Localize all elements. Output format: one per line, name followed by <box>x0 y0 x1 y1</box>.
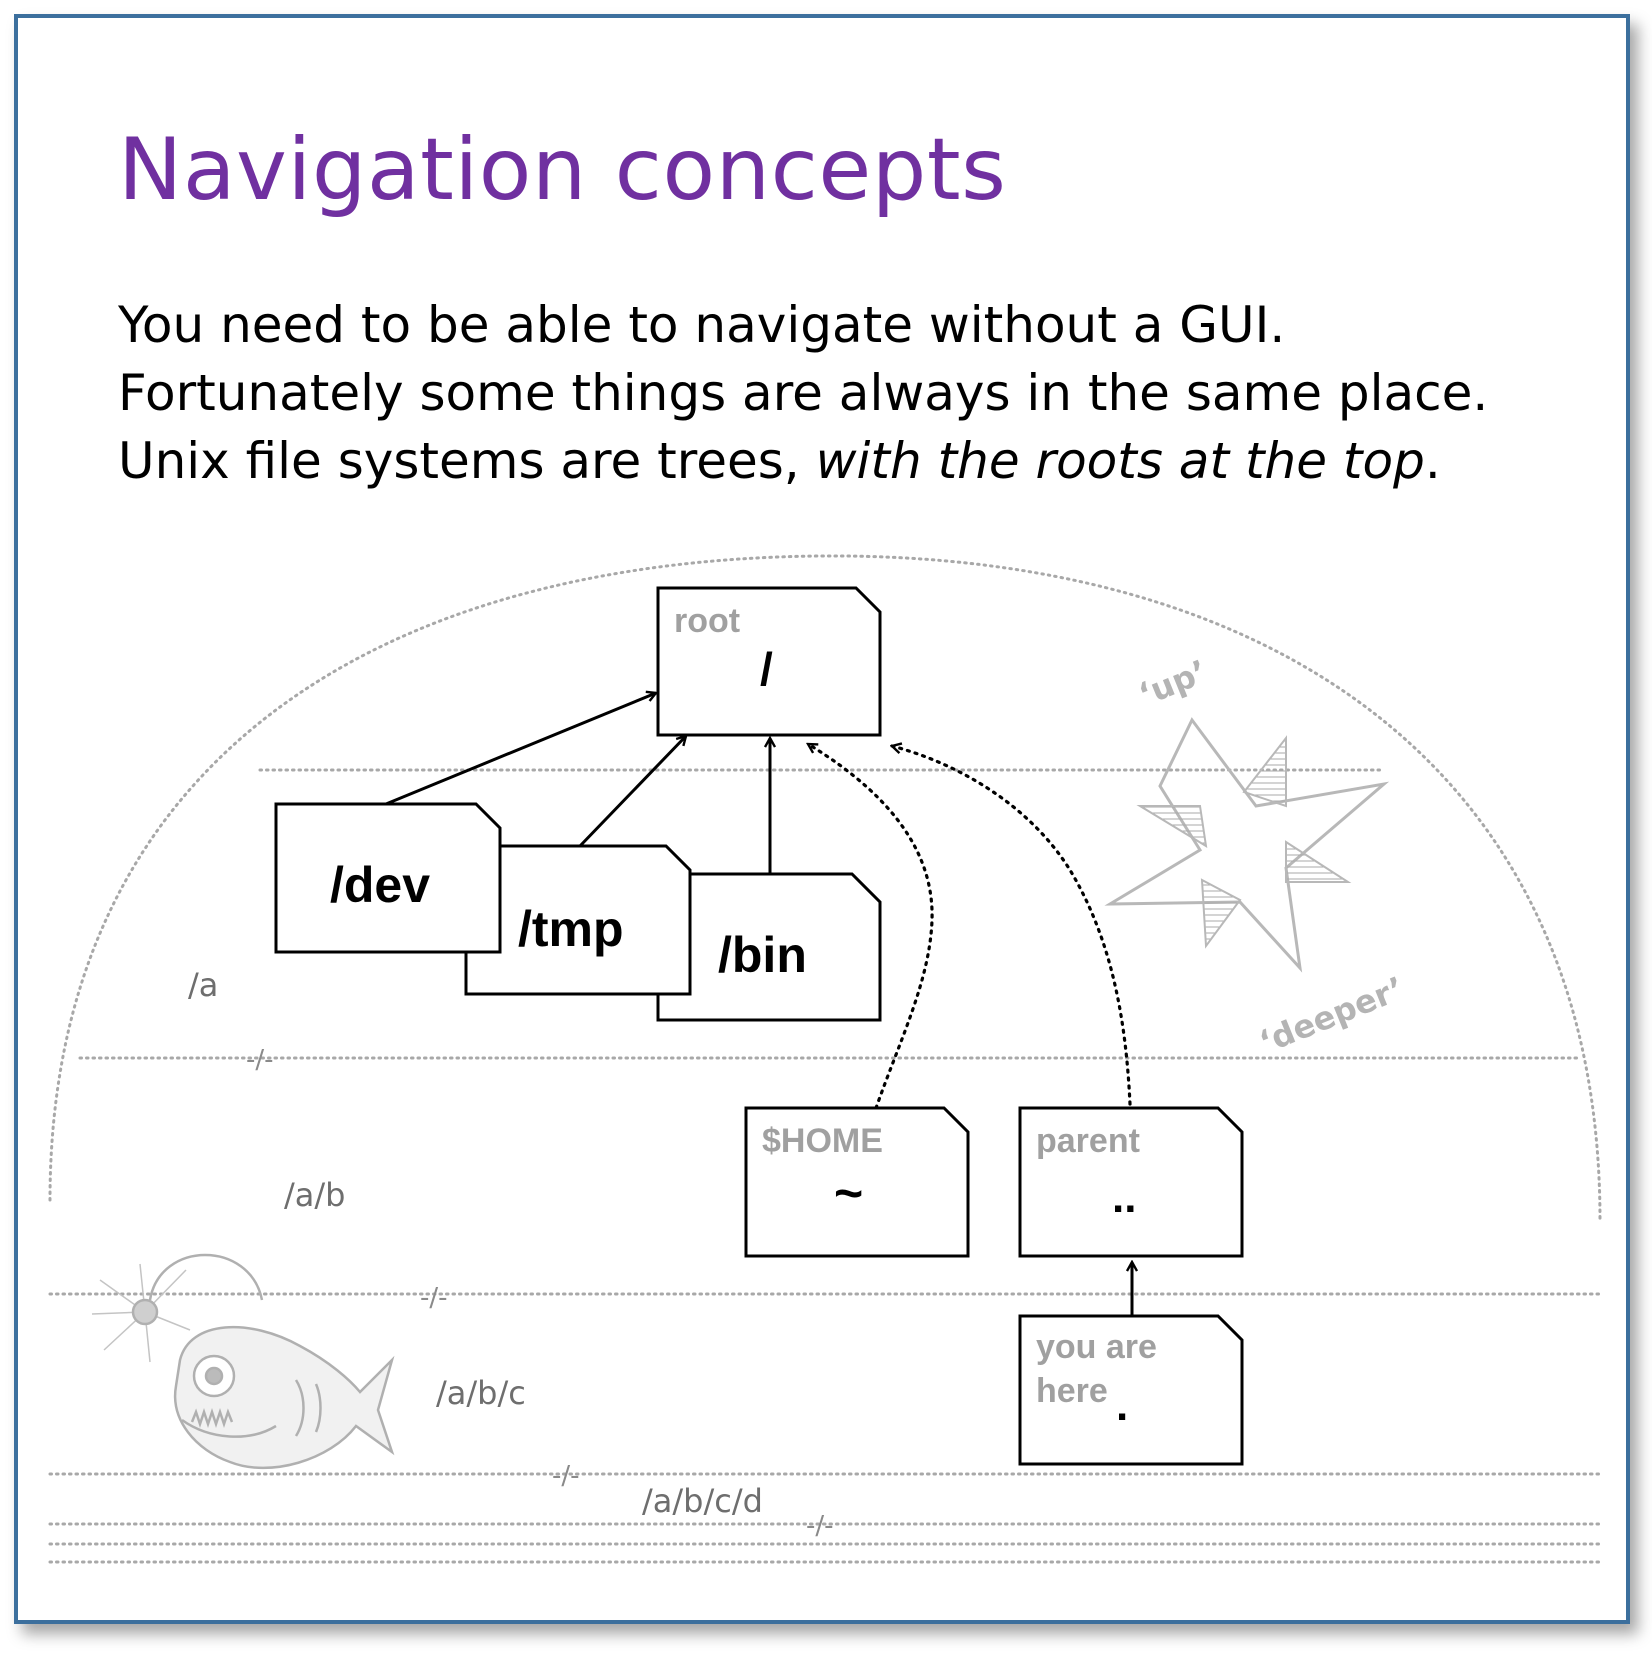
root-directory-box: root / <box>656 586 882 737</box>
arrow-dev-to-root <box>385 693 656 806</box>
separator-label-4: -/- <box>806 1511 834 1541</box>
tmp-directory-box: /tmp <box>464 844 692 996</box>
dev-label: /dev <box>330 857 430 913</box>
path-label-abcd: /a/b/c/d <box>642 1482 763 1520</box>
tmp-label: /tmp <box>518 901 624 957</box>
current-symbol: . <box>1116 1381 1128 1430</box>
dev-directory-box: /dev <box>274 802 502 954</box>
compass-star-icon: ‘up’ ‘deeper’ <box>1104 652 1410 1061</box>
bin-label: /bin <box>718 927 807 983</box>
path-label-ab: /a/b <box>284 1176 345 1214</box>
dome-outline <box>48 554 1602 1222</box>
current-directory-box: you are here . <box>1018 1314 1244 1466</box>
depth-level-lines <box>48 768 1602 1564</box>
home-directory-box: $HOME ~ <box>744 1106 970 1258</box>
body-line-1: You need to be able to navigate without … <box>118 296 1286 354</box>
parent-directory-box: parent .. <box>1018 1106 1244 1258</box>
parent-symbol: .. <box>1112 1173 1136 1222</box>
home-caption: $HOME <box>762 1122 883 1160</box>
body-line-3-italic: with the roots at the top <box>815 432 1425 490</box>
bin-directory-box: /bin <box>656 872 882 1022</box>
separator-label-1: -/- <box>246 1045 274 1075</box>
slide-title: Navigation concepts <box>118 120 1007 220</box>
separator-label-3: -/- <box>552 1461 580 1491</box>
body-line-2: Fortunately some things are always in th… <box>118 364 1489 422</box>
root-caption: root <box>674 602 740 640</box>
body-line-3-end: . <box>1424 432 1441 490</box>
compass-deeper-label: ‘deeper’ <box>1254 969 1410 1061</box>
anglerfish-icon <box>91 1253 395 1470</box>
arrow-parent-to-root <box>892 746 1132 1106</box>
current-caption-line1: you are <box>1036 1328 1157 1366</box>
separator-label-2: -/- <box>420 1283 448 1313</box>
root-symbol: / <box>760 643 773 695</box>
path-label-abc: /a/b/c <box>436 1374 526 1412</box>
path-label-a: /a <box>188 966 218 1004</box>
arrow-tmp-to-root <box>578 736 686 848</box>
compass-up-label: ‘up’ <box>1133 652 1212 713</box>
body-line-3: Unix file systems are trees, with the ro… <box>118 432 1441 490</box>
parent-caption: parent <box>1036 1122 1140 1160</box>
current-caption-line2: here <box>1036 1372 1108 1410</box>
arrow-home-to-root <box>808 742 934 1110</box>
body-line-3-plain: Unix file systems are trees, <box>118 432 816 490</box>
home-symbol: ~ <box>834 1165 863 1221</box>
